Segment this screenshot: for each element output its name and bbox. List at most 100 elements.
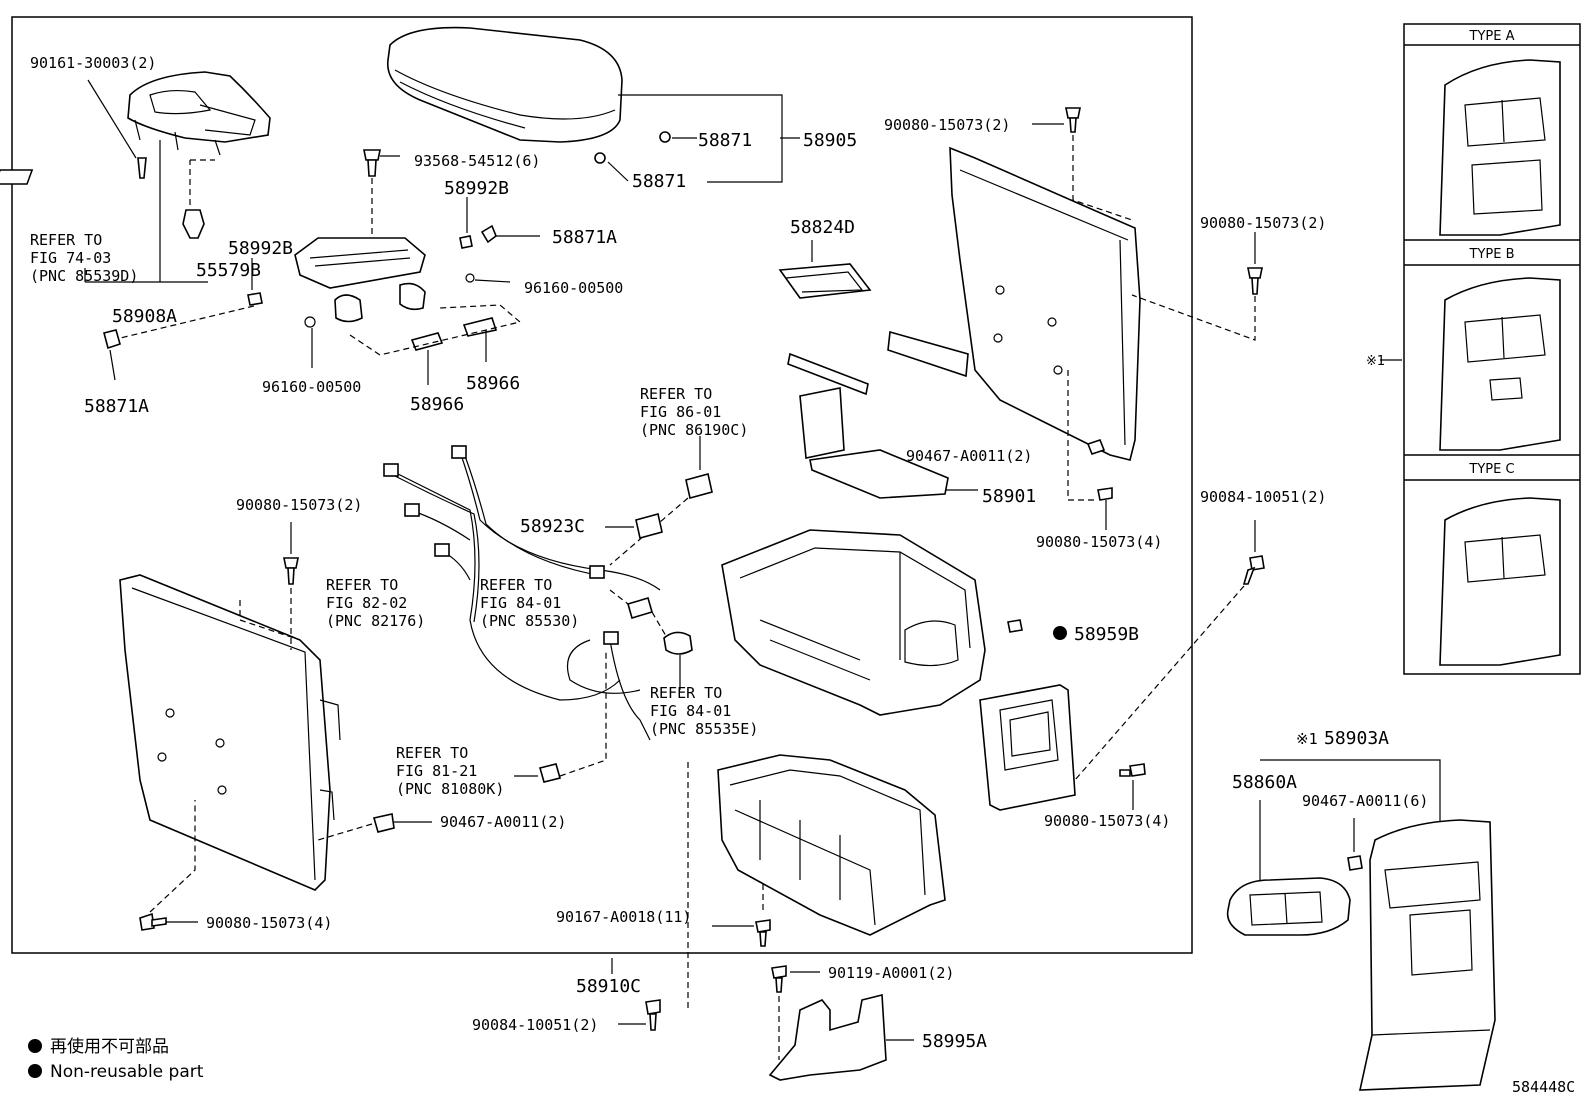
callout-90467-vent: 90467-A0011(6) <box>1302 792 1428 810</box>
callout-90161: 90161-30003(2) <box>30 54 156 72</box>
callout-90080-left-bottom: 90080-15073(4) <box>206 914 332 932</box>
callout-90119: 90119-A0001(2) <box>828 964 954 982</box>
callout-58992B-left: 58992B <box>228 238 293 259</box>
refer-pnc: (PNC 85539D) <box>30 267 138 285</box>
refer84a-fig: FIG 84-01 <box>480 594 561 612</box>
refer81-to: REFER TO <box>396 744 468 762</box>
legend-jp: 再使用不可部品 <box>50 1036 169 1057</box>
refer81-pnc: (PNC 81080K) <box>396 780 504 798</box>
wire-harness <box>383 445 661 741</box>
refer81-fig: FIG 81-21 <box>396 762 477 780</box>
labels: 90161-30003(2) REFER TO FIG 74-03 (PNC 8… <box>30 29 1575 1096</box>
connector-58923C <box>605 513 663 539</box>
refer84b-to: REFER TO <box>650 684 722 702</box>
bulb-85535E <box>651 611 693 690</box>
callout-58905: 58905 <box>803 130 857 151</box>
clip-58871A-top <box>480 224 497 244</box>
console-box <box>721 529 986 716</box>
callout-93568: 93568-54512(6) <box>414 152 540 170</box>
clip-screw-90161 <box>87 79 147 179</box>
callout-58871A-left: 58871A <box>84 396 149 417</box>
callout-58908A: 58908A <box>112 306 177 327</box>
legend-en: Non-reusable part <box>50 1062 204 1082</box>
screw-90080-left-bottom <box>139 800 198 931</box>
tray-58824D <box>778 240 872 299</box>
connector-86190C <box>609 436 713 566</box>
callout-90080-left: 90080-15073(2) <box>236 496 362 514</box>
clip-58959B <box>1007 619 1023 633</box>
bracket-58995A <box>768 993 914 1081</box>
callout-90084-bottom: 90084-10051(2) <box>472 1016 598 1034</box>
callout-58959B: 58959B <box>1074 624 1139 645</box>
callout-90080-mid: 90080-15073(4) <box>1036 533 1162 551</box>
side-plate <box>799 387 845 459</box>
side-panel-right <box>949 146 1141 461</box>
washer-58871-a <box>659 131 671 143</box>
callout-58871-a: 58871 <box>698 130 752 151</box>
lid-plate-58901 <box>809 449 978 499</box>
screw-90084-bottom <box>618 999 661 1031</box>
note-mark-58903A: ※1 <box>1296 730 1318 748</box>
pad-part <box>0 169 34 185</box>
callout-58910C: 58910C <box>576 976 641 997</box>
ring-96160-b <box>304 316 316 328</box>
callout-58901: 58901 <box>982 486 1036 507</box>
bulb-85530 <box>609 589 653 619</box>
screw-90080-left-top <box>239 522 301 650</box>
callout-58992B-top: 58992B <box>444 178 509 199</box>
clip-55579B <box>182 159 215 239</box>
armrest-lid <box>387 26 623 143</box>
screw-90080-right-edge <box>1131 232 1263 341</box>
leader-58908A <box>85 140 208 283</box>
storage-box-58910C <box>717 754 946 936</box>
refer84a-pnc: (PNC 85530) <box>480 612 579 630</box>
callout-55579B: 55579B <box>196 260 261 281</box>
callout-96160-left: 96160-00500 <box>262 378 361 396</box>
clip-58871A-left <box>103 329 121 350</box>
screw-90167 <box>712 880 771 947</box>
screw-90080-bracket <box>1119 763 1146 810</box>
clip-90467-left <box>317 813 432 841</box>
refer82-to: REFER TO <box>326 576 398 594</box>
hinge-assembly <box>294 237 426 323</box>
callout-58995A: 58995A <box>922 1031 987 1052</box>
variant-panel <box>1403 23 1581 675</box>
rail-bracket-b <box>887 330 969 378</box>
variant-note-mark: ※1 <box>1366 354 1385 369</box>
callout-58966-a: 58966 <box>410 394 464 415</box>
callout-58923C: 58923C <box>520 516 585 537</box>
type-b-label: TYPE B <box>1469 247 1515 262</box>
callout-96160-right: 96160-00500 <box>524 279 623 297</box>
callout-90084-right: 90084-10051(2) <box>1200 488 1326 506</box>
legend-dot-jp <box>28 1039 42 1053</box>
callout-90080-top: 90080-15073(2) <box>884 116 1010 134</box>
refer86-fig: FIG 86-01 <box>640 403 721 421</box>
type-a-label: TYPE A <box>1469 29 1515 44</box>
screw-90119 <box>771 965 820 1060</box>
refer86-to: REFER TO <box>640 385 712 403</box>
callout-90080-right: 90080-15073(2) <box>1200 214 1326 232</box>
legend-dot-en <box>28 1064 42 1078</box>
callout-58871-b: 58871 <box>632 171 686 192</box>
connector-81080K <box>514 650 607 783</box>
clip-90467-vent <box>1347 855 1363 871</box>
callout-58966-b: 58966 <box>466 373 520 394</box>
washer-58871-b <box>594 152 606 164</box>
rear-vent-panel-58903A <box>1358 819 1496 1091</box>
callout-58860A: 58860A <box>1232 772 1297 793</box>
callout-58903A: 58903A <box>1324 728 1389 749</box>
refer86-pnc: (PNC 86190C) <box>640 421 748 439</box>
ring-96160-a <box>465 273 475 283</box>
mounting-bracket <box>979 684 1076 811</box>
refer82-fig: FIG 82-02 <box>326 594 407 612</box>
callout-90467-mid: 90467-A0011(2) <box>906 447 1032 465</box>
refer-fig: FIG 74-03 <box>30 249 111 267</box>
vent-58860A <box>1226 759 1441 936</box>
type-c-label: TYPE C <box>1468 462 1514 477</box>
screw-90084-right <box>1074 520 1265 781</box>
non-reusable-dot-58959B <box>1053 626 1067 640</box>
refer84a-to: REFER TO <box>480 576 552 594</box>
refer84b-fig: FIG 84-01 <box>650 702 731 720</box>
callout-58824D: 58824D <box>790 217 855 238</box>
